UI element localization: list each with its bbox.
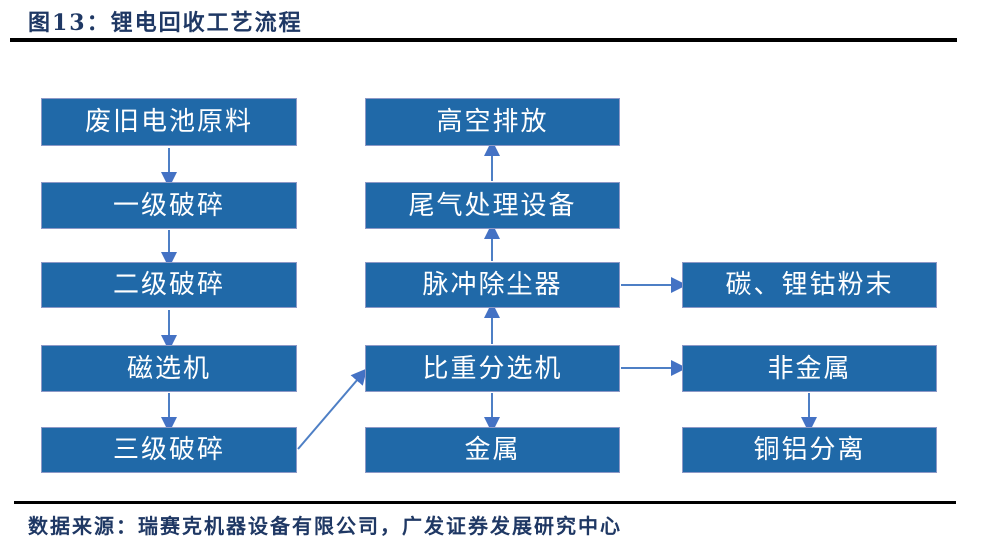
node-primary-crushing: 一级破碎 <box>41 182 297 229</box>
node-exhaust-treatment-equipment: 尾气处理设备 <box>365 182 620 229</box>
node-secondary-crushing: 二级破碎 <box>41 262 297 308</box>
data-source: 数据来源：瑞赛克机器设备有限公司，广发证券发展研究中心 <box>28 514 622 538</box>
node-tertiary-crushing: 三级破碎 <box>41 427 297 473</box>
node-gravity-separator: 比重分选机 <box>365 345 620 392</box>
node-high-altitude-discharge: 高空排放 <box>365 98 620 146</box>
node-magnetic-separator: 磁选机 <box>41 345 297 392</box>
title-rule <box>10 38 957 42</box>
arrow-tertiary-to-gravity <box>297 368 368 450</box>
footer-rule <box>14 501 956 504</box>
node-non-metal: 非金属 <box>682 345 937 392</box>
node-carbon-lithium-cobalt-powder: 碳、锂钴粉末 <box>682 262 937 308</box>
node-copper-aluminum-separation: 铜铝分离 <box>682 427 937 473</box>
node-pulse-dust-collector: 脉冲除尘器 <box>365 262 620 308</box>
figure-title: 图13：锂电回收工艺流程 <box>28 10 303 36</box>
node-waste-battery-material: 废旧电池原料 <box>41 98 297 146</box>
node-metal: 金属 <box>365 427 620 473</box>
